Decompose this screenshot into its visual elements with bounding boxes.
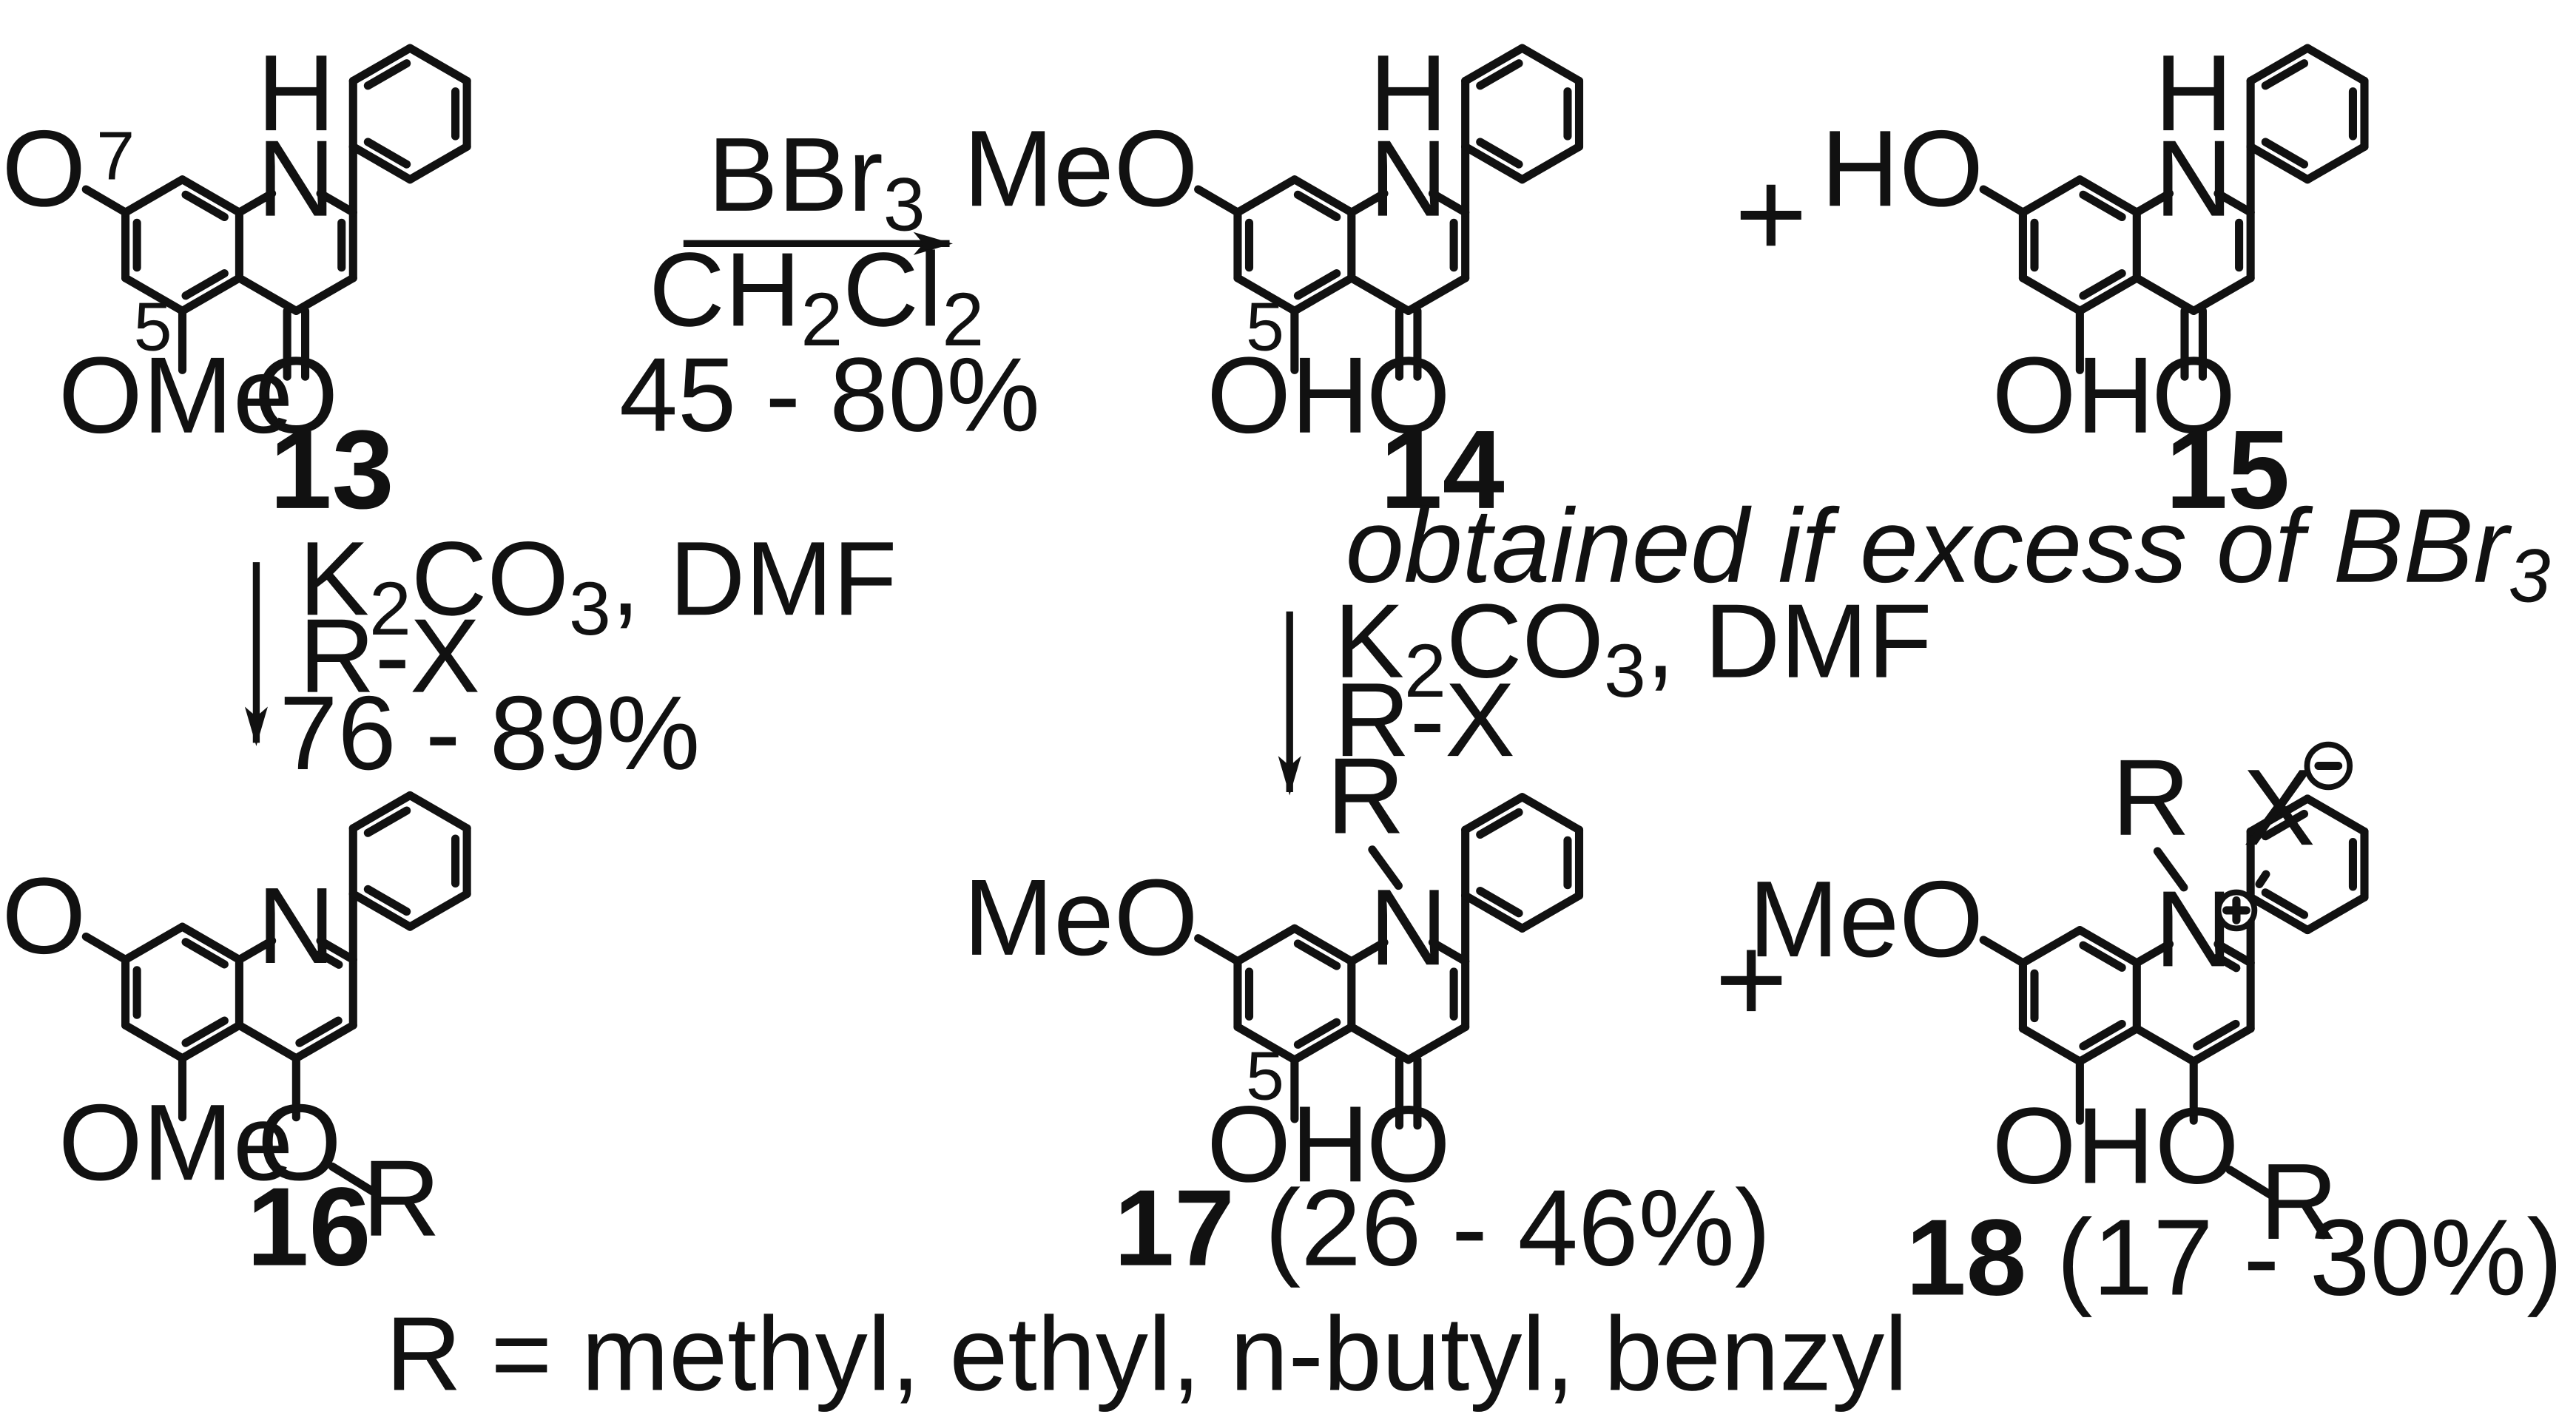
compound-17-locant-5: 5 <box>1246 1037 1284 1114</box>
compound-17-number: 17 <box>1114 1168 1235 1289</box>
compound-14-carbonyl-o: O <box>1366 335 1451 456</box>
compound-18-number: 18 <box>1906 1197 2026 1319</box>
compound-15-c7-substituent: HO <box>1821 108 1983 229</box>
reagent-k2co3-dmf-right: K2CO3, DMF <box>1334 583 1932 714</box>
k-sub: 2 <box>369 567 411 651</box>
compound-14-c5-substituent: OH <box>1207 335 1369 456</box>
reagent-rx-left: R-X <box>299 598 480 715</box>
compound-16-nitrogen: N <box>257 865 335 987</box>
reagent-k2co3-dmf-left: K2CO3, DMF <box>299 520 897 651</box>
compound-17-c7-substituent: MeO <box>963 857 1198 978</box>
bbr-sub: 3 <box>883 163 925 247</box>
compound-18-counterion: X <box>2243 747 2316 868</box>
compound-13-locant-5: 5 <box>134 288 172 365</box>
note-sub: 3 <box>2509 533 2551 618</box>
compound-13-n-hydrogen: H <box>257 33 335 154</box>
compound-13-label: 13 <box>270 407 394 532</box>
compound-15-c5-substituent: OH <box>1992 335 2155 456</box>
ch-sub: 2 <box>800 277 843 362</box>
compound-15-note: obtained if excess of BBr3 is used <box>1346 487 2576 618</box>
co-sub: 3 <box>1604 629 1646 713</box>
compound-13-locant-7: 7 <box>96 118 135 195</box>
plus-sign-top: + <box>1735 143 1808 283</box>
compound-17-carbonyl-o: O <box>1366 1083 1451 1205</box>
cl-sub: 2 <box>942 277 984 362</box>
plus-sign-bottom: + <box>1715 909 1788 1049</box>
dmf: , DMF <box>1646 583 1932 700</box>
k: K <box>299 520 369 638</box>
compound-14-nitrogen: N <box>1369 118 1448 240</box>
arrow-14-to-17 <box>1278 611 1301 796</box>
compound-18-positive-charge <box>2215 889 2258 932</box>
compound-15-carbonyl-o: O <box>2151 335 2236 456</box>
cl: Cl <box>843 231 942 348</box>
compound-18-label: 18 (17 - 30%) <box>1906 1197 2563 1319</box>
reagent-bbr3: BBr3 <box>708 116 925 247</box>
compound-15-n-hydrogen: H <box>2154 33 2233 154</box>
compound-18-yield: (17 - 30%) <box>2026 1197 2563 1319</box>
arrow-13-to-14 <box>683 231 953 255</box>
yield-13-to-16: 76 - 89% <box>280 674 701 792</box>
compound-18-c7-substituent: MeO <box>1749 859 1984 980</box>
r-group-footnote: R = methyl, ethyl, n-butyl, benzyl <box>385 1295 1908 1413</box>
yield-13-to-14: 45 - 80% <box>619 336 1040 453</box>
compound-16: OR OMe MeO N <box>0 791 471 1260</box>
compound-13-carbonyl-o: O <box>254 335 338 456</box>
compound-14-n-hydrogen: H <box>1369 33 1448 154</box>
co-sub: 3 <box>569 567 611 651</box>
compound-16-ether-o: O <box>257 1082 342 1203</box>
compound-16-r-group: R <box>363 1138 441 1260</box>
compound-13-c5-substituent: OMe <box>58 335 294 456</box>
compound-16-c5-substituent: OMe <box>58 1082 294 1203</box>
compound-17-n-r-group: R <box>1326 736 1405 857</box>
compound-18-negative-charge <box>2304 741 2353 791</box>
ch: CH <box>649 231 800 348</box>
compound-18-c5-substituent: OH <box>1992 1086 2155 1207</box>
compound-14-label: 14 <box>1380 407 1505 532</box>
co: CO <box>411 520 569 638</box>
compound-18-r-group: R <box>2259 1141 2338 1262</box>
dmf: , DMF <box>611 520 897 638</box>
reagent-rx-right: R-X <box>1334 661 1515 779</box>
compound-16-c7-substituent: MeO <box>0 856 86 977</box>
compound-17-yield: (26 - 46%) <box>1235 1168 1771 1289</box>
compound-15-label: 15 <box>2165 407 2290 532</box>
compound-15-nitrogen: N <box>2154 118 2233 240</box>
compound-18-nitrogen: N <box>2154 868 2233 990</box>
arrow-13-to-16 <box>244 562 268 746</box>
compound-13-c7-substituent: MeO <box>0 108 86 229</box>
compound-13-nitrogen: N <box>257 118 335 240</box>
co: CO <box>1446 583 1604 700</box>
compound-14-c7-substituent: MeO <box>963 108 1198 229</box>
note-tail: is used <box>2550 487 2576 605</box>
k-sub: 2 <box>1404 629 1446 713</box>
compound-18-ether-o: O <box>2155 1086 2239 1207</box>
compound-17-c5-substituent: OH <box>1207 1083 1369 1205</box>
compound-17-nitrogen: N <box>1369 867 1448 988</box>
solvent-ch2cl2: CH2Cl2 <box>649 231 984 362</box>
compound-18-n-r-group: R <box>2112 737 2191 859</box>
compound-17-label: 17 (26 - 46%) <box>1114 1168 1771 1289</box>
bbr: BBr <box>708 116 883 234</box>
k: K <box>1334 583 1404 700</box>
compound-16-label: 16 <box>247 1164 371 1289</box>
compound-14-locant-5: 5 <box>1246 288 1284 365</box>
note-main: obtained if excess of BBr <box>1346 487 2513 605</box>
